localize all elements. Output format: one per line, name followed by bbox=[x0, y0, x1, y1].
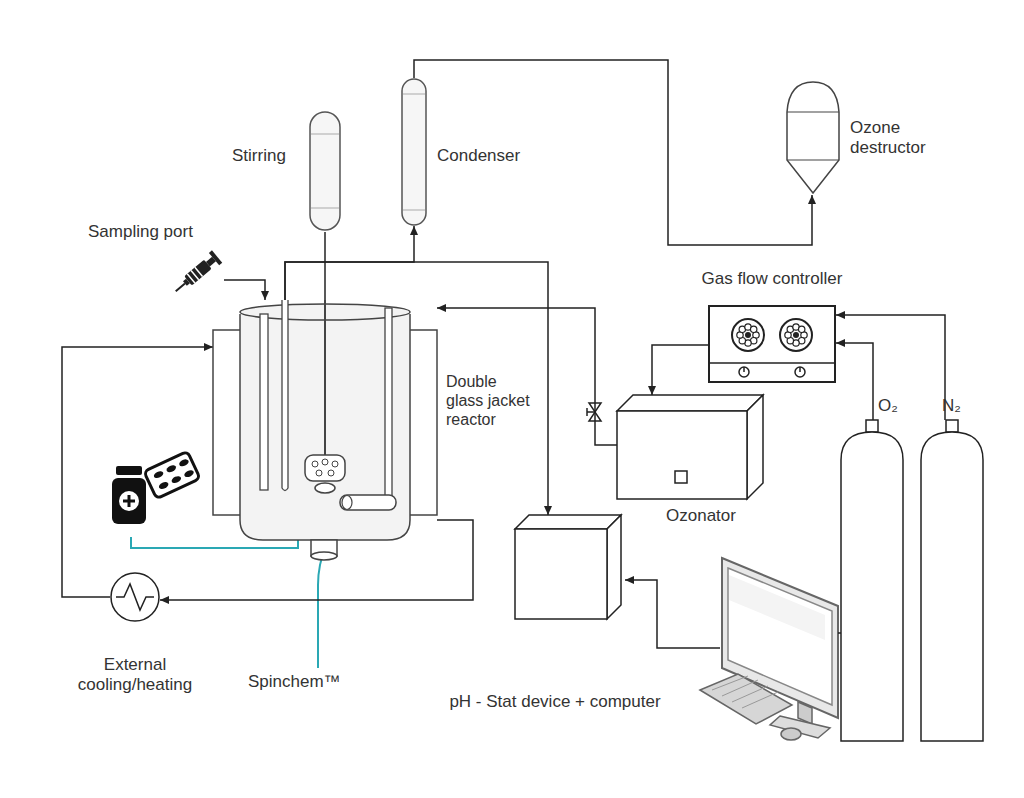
node-label: Stirring bbox=[232, 146, 286, 166]
jacket-reactor-icon bbox=[213, 300, 437, 560]
jacket-reactor: Double glass jacket reactor bbox=[213, 300, 437, 560]
connector bbox=[437, 308, 617, 445]
valve-symbol bbox=[587, 403, 601, 421]
sampling-port: Sampling port bbox=[178, 250, 224, 290]
node-label: Sampling port bbox=[88, 222, 193, 242]
ozonator: Ozonator bbox=[617, 395, 763, 499]
node-label: O₂ bbox=[878, 396, 898, 416]
heat-exchanger-icon bbox=[110, 572, 160, 622]
gas-cylinder-icon bbox=[920, 420, 984, 742]
data-wire bbox=[625, 580, 720, 648]
node-label: N₂ bbox=[942, 396, 961, 416]
node-label: Gas flow controller bbox=[668, 269, 876, 289]
gas-cylinder: N₂ bbox=[920, 420, 984, 742]
connector bbox=[836, 315, 945, 420]
ph-stat-box: pH - Stat device + computer bbox=[515, 515, 621, 619]
condenser: Condenser bbox=[401, 78, 427, 226]
connector bbox=[836, 343, 873, 420]
node-label: Ozonator bbox=[666, 506, 736, 526]
heat-exchanger: External cooling/heating bbox=[110, 572, 160, 622]
connector bbox=[324, 232, 326, 300]
part-label: Spinchem™ bbox=[248, 672, 341, 692]
sampling-port-icon bbox=[178, 250, 224, 290]
ozone-destructor: Ozone destructor bbox=[785, 80, 841, 195]
connector-group bbox=[62, 60, 945, 600]
ozone-destructor-icon bbox=[785, 80, 841, 195]
node-label: Condenser bbox=[437, 146, 520, 166]
stirrer-motor-icon bbox=[308, 110, 342, 232]
ph-stat-box-icon bbox=[515, 515, 621, 619]
node-label: pH - Stat device + computer bbox=[415, 692, 695, 712]
gas-flow-controller-icon bbox=[708, 305, 836, 383]
drug-icon bbox=[112, 451, 200, 524]
connector bbox=[62, 347, 213, 597]
connector bbox=[414, 60, 812, 245]
node-label: External cooling/heating bbox=[63, 655, 207, 696]
condenser-icon bbox=[401, 78, 427, 226]
stirrer-motor: Stirring bbox=[308, 110, 342, 232]
connector bbox=[224, 280, 265, 300]
gas-flow-controller: Gas flow controller bbox=[708, 305, 836, 383]
node-label: Double glass jacket reactor bbox=[446, 372, 538, 430]
node-label: Ozone destructor bbox=[850, 118, 945, 159]
connector bbox=[285, 226, 414, 300]
ozonator-icon bbox=[617, 395, 763, 499]
computer-icon bbox=[700, 558, 838, 740]
gas-cylinder: O₂ bbox=[840, 420, 904, 742]
gas-cylinder-icon bbox=[840, 420, 904, 742]
connector bbox=[652, 345, 708, 395]
